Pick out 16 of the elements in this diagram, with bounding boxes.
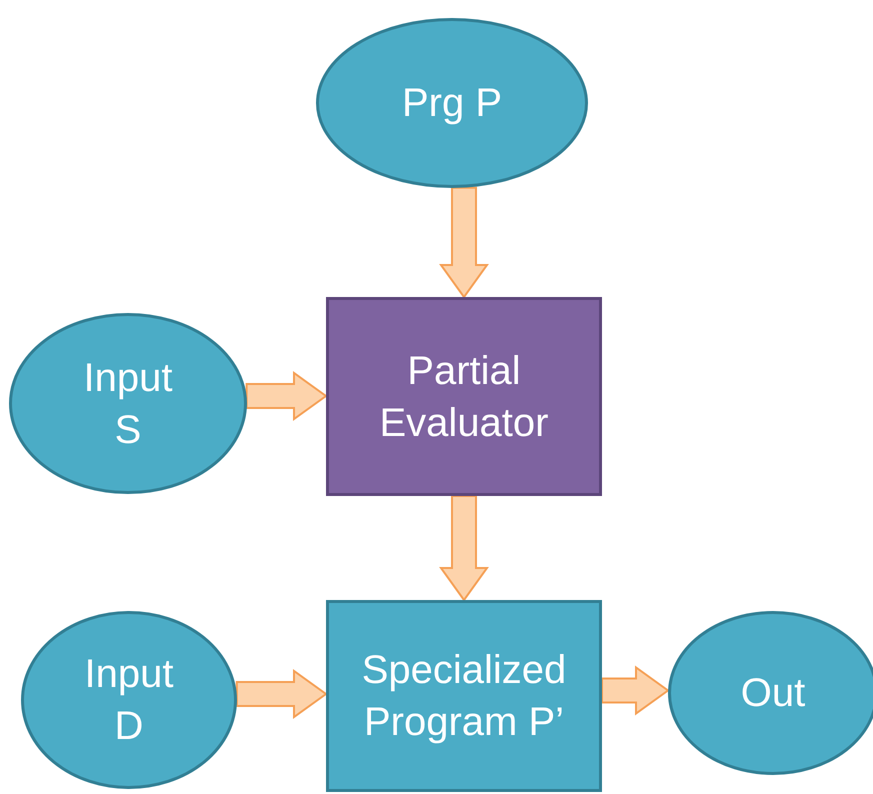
ellipse-node	[9, 313, 247, 494]
block-arrow	[246, 371, 328, 421]
node-label: Out	[740, 670, 806, 717]
node-label: Partial Evaluator	[378, 348, 550, 446]
node-label: Prg P	[402, 80, 502, 127]
block-arrow	[601, 666, 670, 716]
block-arrow	[439, 495, 489, 602]
block-arrow	[439, 186, 489, 299]
process-box	[326, 297, 602, 496]
block-arrow	[236, 669, 328, 719]
node-label: Input S	[82, 354, 174, 454]
ellipse-node	[316, 18, 588, 188]
ellipse-node	[21, 611, 237, 789]
process-box	[326, 600, 602, 792]
node-label: Specialized Program P’	[360, 647, 568, 746]
node-label: Input D	[84, 651, 174, 750]
